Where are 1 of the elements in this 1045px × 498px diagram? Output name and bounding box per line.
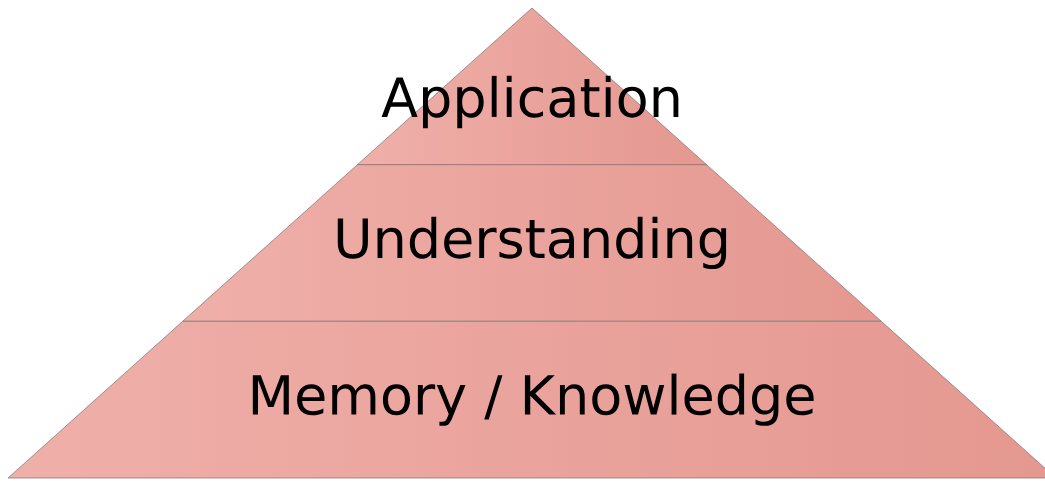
pyramid-band: Memory / Knowledge	[7, 320, 1045, 479]
